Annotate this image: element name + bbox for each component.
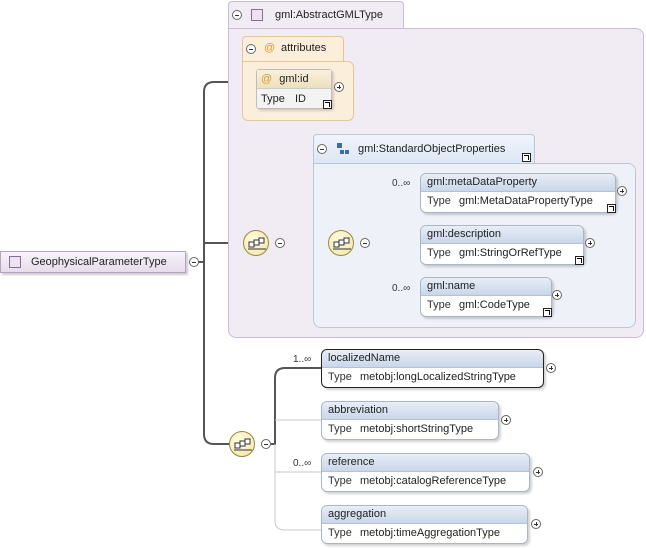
element-aggregation[interactable]: aggregation Type metobj:timeAggregationTy…: [321, 505, 528, 544]
type-label: Type: [328, 527, 352, 539]
root-type-name: GeophysicalParameterType: [31, 256, 167, 268]
type-value: gml:CodeType: [459, 299, 530, 311]
complex-type-icon: [251, 9, 263, 21]
abstract-type-collapse-icon[interactable]: [232, 10, 242, 20]
type-value: metobj:timeAggregationType: [360, 527, 501, 539]
type-link-icon[interactable]: [575, 256, 584, 265]
sequence-collapse-icon[interactable]: [275, 238, 285, 248]
element-gml-name[interactable]: gml:name Type gml:CodeType: [420, 277, 552, 317]
at-icon: @: [264, 42, 276, 54]
attribute-expand-icon[interactable]: [334, 82, 344, 92]
root-type-box[interactable]: GeophysicalParameterType: [0, 251, 186, 273]
element-gml-description[interactable]: gml:description Type gml:StringOrRefType: [420, 225, 584, 265]
element-expand-icon[interactable]: [552, 290, 562, 300]
occurrence-label: 1..∞: [293, 354, 312, 365]
type-value: gml:MetaDataPropertyType: [459, 195, 593, 207]
type-label: Type: [427, 299, 451, 311]
abstract-type-name: gml:AbstractGMLType: [275, 9, 383, 21]
element-name: localizedName: [322, 350, 543, 368]
group-tab[interactable]: gml:StandardObjectProperties: [313, 134, 535, 164]
element-expand-icon[interactable]: [533, 467, 543, 477]
attributes-collapse-icon[interactable]: [246, 44, 256, 54]
attribute-name: gml:id: [279, 73, 309, 85]
sequence-collapse-icon[interactable]: [261, 439, 271, 449]
element-localizedname[interactable]: localizedName Type metobj:longLocalizedSt…: [321, 349, 544, 388]
type-label: Type: [328, 475, 352, 487]
sequence-compositor-icon[interactable]: [229, 431, 255, 457]
element-name: gml:name: [421, 278, 551, 296]
attributes-label: attributes: [281, 42, 327, 54]
element-name: aggregation: [322, 506, 527, 524]
element-expand-icon[interactable]: [585, 238, 595, 248]
group-icon: [336, 142, 350, 156]
sequence-compositor-icon[interactable]: [243, 230, 269, 256]
type-label: Type: [427, 195, 451, 207]
type-value: metobj:longLocalizedStringType: [360, 371, 516, 383]
group-collapse-icon[interactable]: [317, 144, 327, 154]
type-label: Type: [328, 423, 352, 435]
sequence-collapse-icon[interactable]: [360, 238, 370, 248]
element-expand-icon[interactable]: [531, 519, 541, 529]
type-value: metobj:shortStringType: [360, 423, 474, 435]
element-expand-icon[interactable]: [617, 186, 627, 196]
root-collapse-icon[interactable]: [189, 257, 199, 267]
attribute-type-label: Type: [261, 93, 285, 105]
element-expand-icon[interactable]: [501, 415, 511, 425]
attribute-type-value: ID: [295, 93, 306, 105]
sequence-compositor-icon[interactable]: [328, 230, 354, 256]
element-name: gml:metaDataProperty: [421, 174, 615, 192]
at-icon: @: [261, 73, 273, 85]
type-link-icon[interactable]: [323, 100, 332, 109]
type-label: Type: [328, 371, 352, 383]
occurrence-label: 0..∞: [392, 178, 411, 189]
element-reference[interactable]: reference Type metobj:catalogReferenceTyp…: [321, 453, 530, 492]
type-link-icon[interactable]: [607, 204, 616, 213]
group-link-icon[interactable]: [522, 153, 531, 162]
element-name: reference: [322, 454, 529, 472]
complex-type-icon: [9, 256, 21, 268]
type-value: gml:StringOrRefType: [459, 247, 562, 259]
attribute-gml-id[interactable]: @ gml:id Type ID: [256, 69, 332, 109]
type-label: Type: [427, 247, 451, 259]
occurrence-label: 0..∞: [392, 283, 411, 294]
abstract-type-tab[interactable]: gml:AbstractGMLType: [228, 1, 404, 29]
type-value: metobj:catalogReferenceType: [360, 475, 507, 487]
element-name: abbreviation: [322, 402, 498, 420]
occurrence-label: 0..∞: [293, 458, 312, 469]
element-name: gml:description: [421, 226, 583, 244]
type-link-icon[interactable]: [543, 308, 552, 317]
element-gml-metadataproperty[interactable]: gml:metaDataProperty Type gml:MetaDataPro…: [420, 173, 616, 213]
group-name: gml:StandardObjectProperties: [358, 143, 506, 155]
attributes-tab[interactable]: @ attributes: [242, 36, 344, 62]
element-expand-icon[interactable]: [546, 363, 556, 373]
element-abbreviation[interactable]: abbreviation Type metobj:shortStringType: [321, 401, 499, 440]
